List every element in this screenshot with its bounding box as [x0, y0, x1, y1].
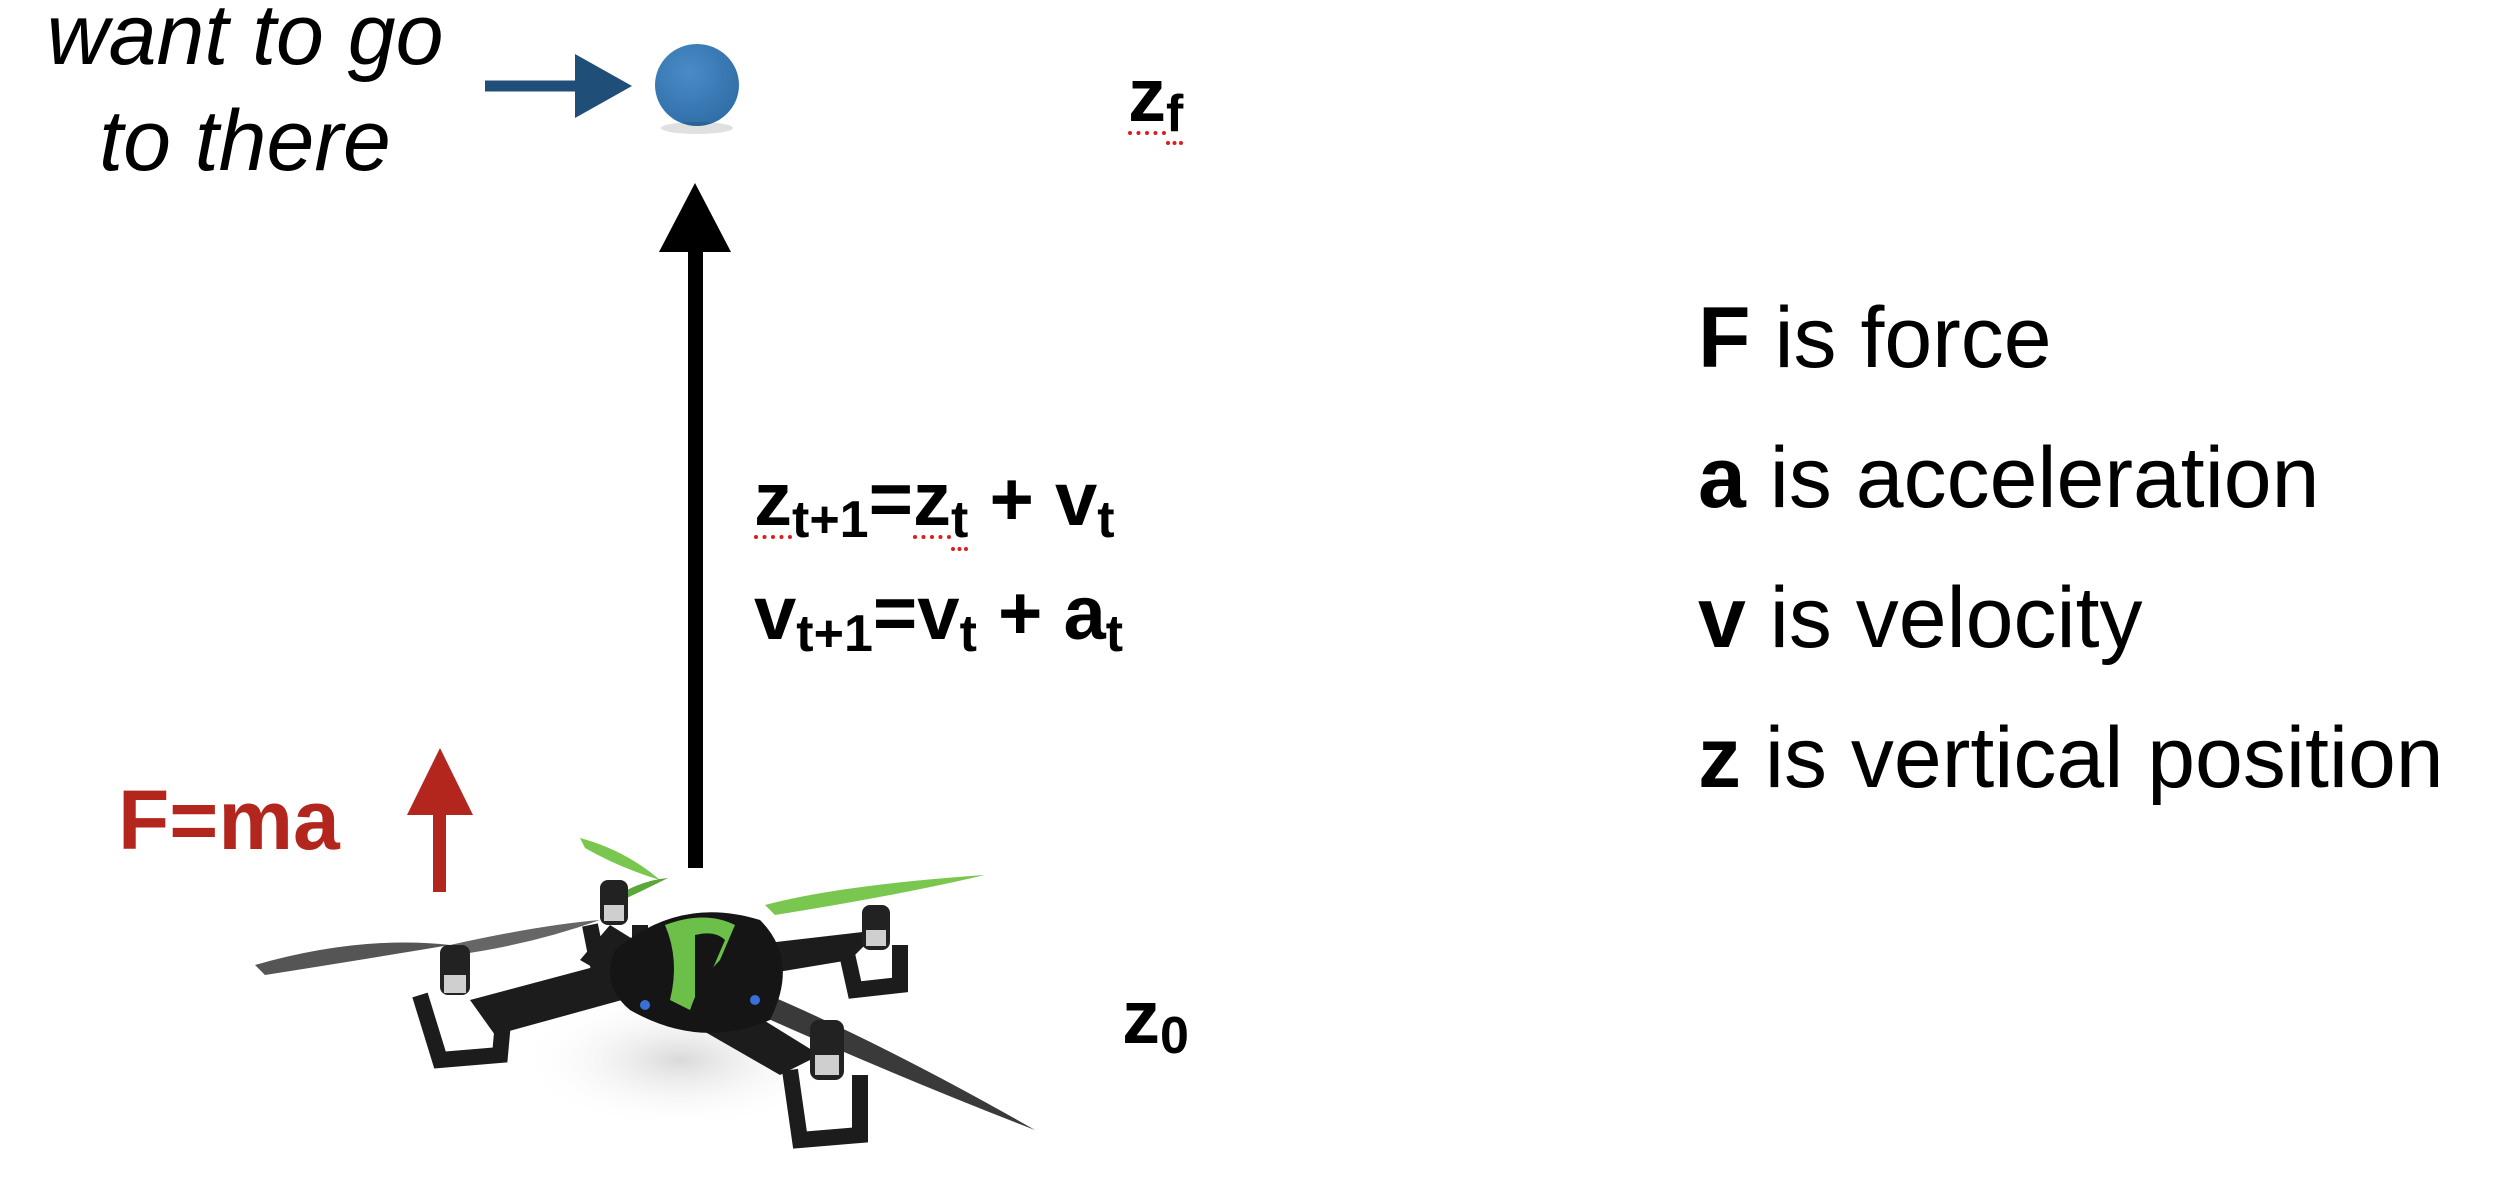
eq1-c-sub: t [1097, 491, 1115, 549]
eq1-c: v [1054, 457, 1098, 542]
eq2-op: + [976, 571, 1064, 656]
z-final-label: zf [1128, 58, 1184, 143]
goal-pointer-arrow [485, 54, 632, 118]
legend-text: is velocity [1745, 570, 2143, 666]
goal-target-dot [655, 44, 739, 126]
eq2-c: a [1063, 571, 1106, 656]
drone-image [255, 838, 1035, 1149]
legend-text: is vertical position [1741, 710, 2444, 806]
legend-symbol: a [1698, 430, 1746, 526]
legend-symbol: F [1698, 290, 1751, 386]
eq1-a-sub: t+1 [792, 491, 869, 549]
eq2-a-sub: t+1 [796, 605, 873, 663]
propeller-back-right [765, 875, 985, 915]
eq2-eq: = [872, 571, 918, 656]
eq1-b-sub: t [951, 491, 969, 549]
z-initial-sub: 0 [1160, 1007, 1189, 1065]
eq1-op: + [968, 457, 1055, 542]
legend-text: is acceleration [1745, 430, 2320, 526]
legend-text: is force [1750, 290, 2052, 386]
z-final-sub: f [1166, 85, 1184, 143]
legend-item-velocity: v is velocity [1698, 548, 2444, 688]
z-initial-base: z [1122, 975, 1160, 1060]
eq2-a: v [754, 571, 797, 656]
propeller-back-left [255, 920, 600, 975]
trajectory-arrow [659, 183, 731, 868]
equation-position: zt+1=zt + vt [754, 462, 1115, 549]
legend-symbol: v [1698, 570, 1746, 666]
eq1-a: z [754, 457, 792, 542]
force-label: F=ma [118, 773, 340, 867]
z-final-base: z [1128, 53, 1166, 138]
eq1-eq: = [868, 457, 913, 542]
z-initial-label: z0 [1122, 980, 1189, 1065]
force-arrow [407, 748, 473, 892]
legend-item-force: F is force [1698, 268, 2444, 408]
eq2-c-sub: t [1105, 605, 1124, 663]
legend-item-acceleration: a is acceleration [1698, 408, 2444, 548]
propeller-front-right [715, 975, 1035, 1130]
goal-caption-line2: to there [99, 93, 391, 189]
goal-caption: want to go to there [0, 0, 490, 194]
variable-legend: F is force a is acceleration v is veloci… [1698, 268, 2444, 828]
legend-item-position: z is vertical position [1698, 688, 2444, 828]
eq1-b: z [913, 457, 951, 542]
eq2-b-sub: t [959, 605, 977, 663]
eq2-b: v [917, 571, 960, 656]
goal-caption-line1: want to go [46, 0, 444, 83]
legend-symbol: z [1698, 710, 1741, 806]
equation-velocity: vt+1=vt + at [754, 576, 1124, 663]
